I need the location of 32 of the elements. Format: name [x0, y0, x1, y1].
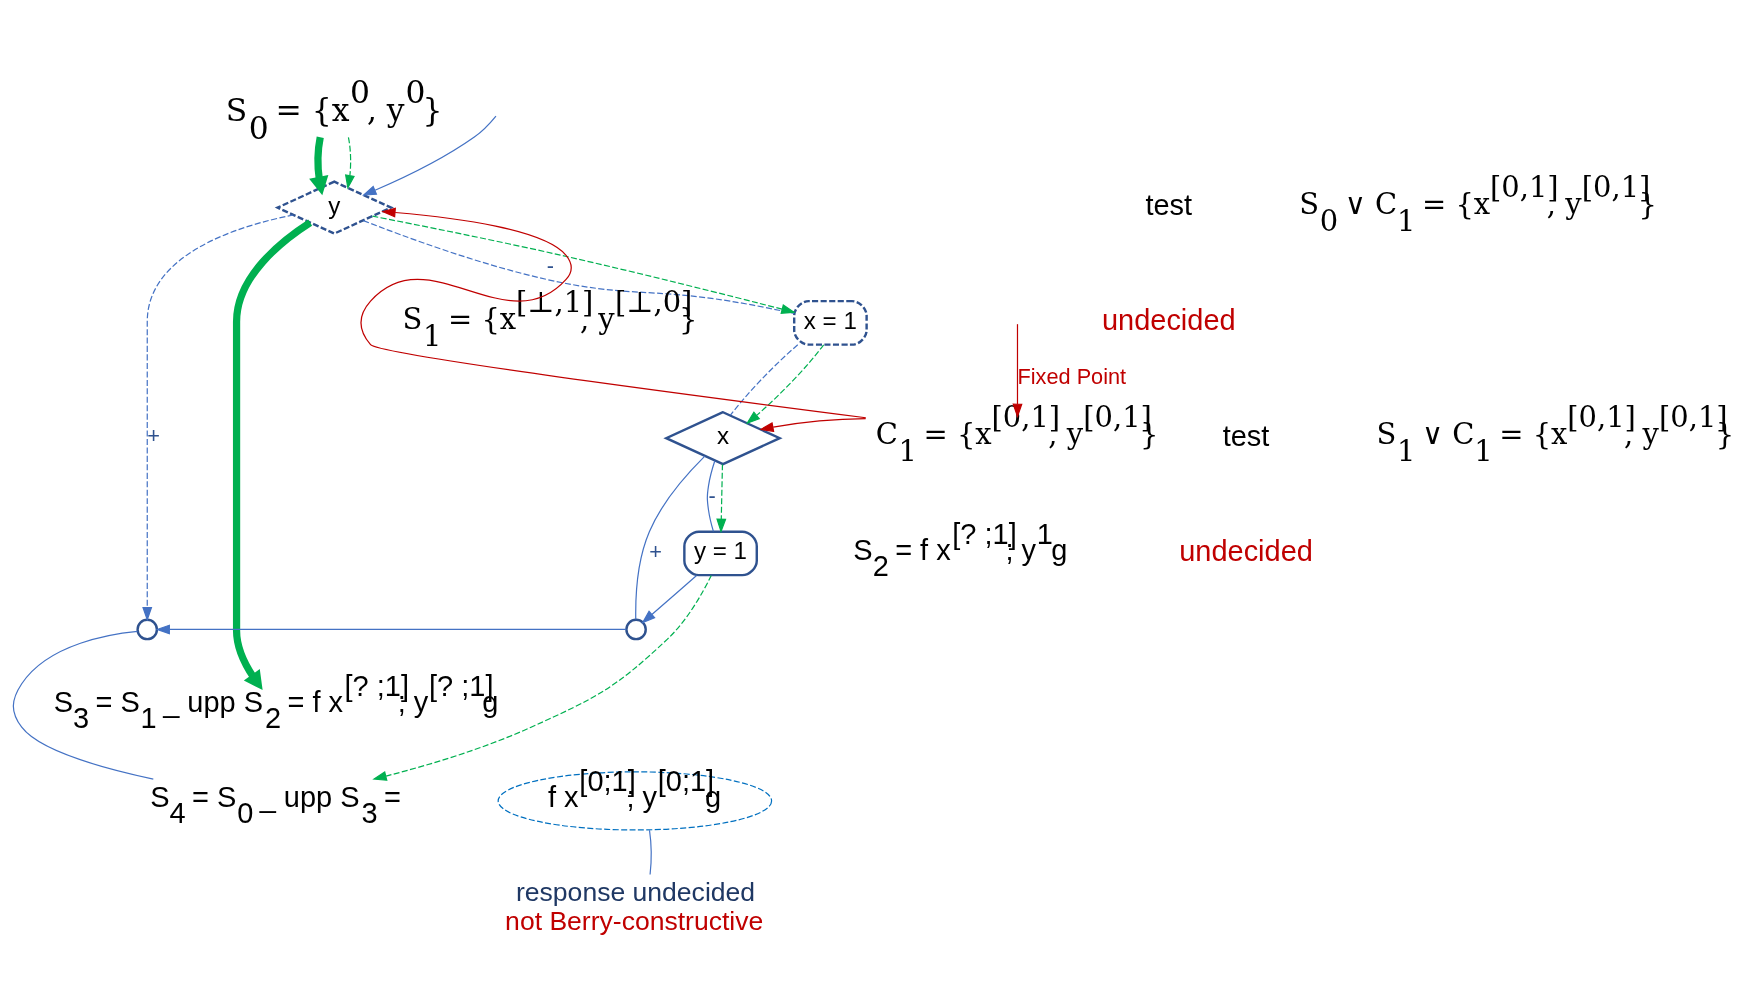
arrow: [1012, 323, 1023, 419]
edge-label: +: [147, 423, 160, 449]
connector: [12, 630, 154, 780]
arrow: [362, 115, 497, 196]
arrow: [716, 463, 727, 534]
edge-label: Fixed Point: [1017, 363, 1127, 389]
node-box: y = 1: [683, 530, 758, 577]
arrow: [155, 624, 627, 635]
node-box: x = 1: [793, 299, 868, 346]
edge-label: -: [708, 483, 716, 509]
label: undecided: [1179, 534, 1313, 567]
connector: [729, 344, 799, 416]
edge-label: -: [546, 252, 554, 278]
arrow: [759, 418, 867, 433]
connector: [648, 829, 652, 876]
arrow: [360, 207, 867, 419]
node-circle: [136, 618, 159, 641]
connector: [706, 460, 716, 532]
arrow: [142, 214, 294, 622]
label: test: [1222, 419, 1270, 452]
node-circle: [625, 618, 647, 641]
label: test: [1145, 189, 1193, 222]
edge-label: +: [649, 538, 663, 564]
node-text: response undecided not Berry-constructive: [505, 876, 764, 936]
arrow: [344, 136, 355, 190]
arrow: [745, 344, 825, 425]
arrow: [309, 136, 329, 196]
arrow: [232, 219, 313, 690]
label: undecided: [1101, 304, 1236, 337]
connector: [635, 455, 706, 620]
arrow: [372, 574, 712, 781]
arrow: [641, 574, 698, 624]
